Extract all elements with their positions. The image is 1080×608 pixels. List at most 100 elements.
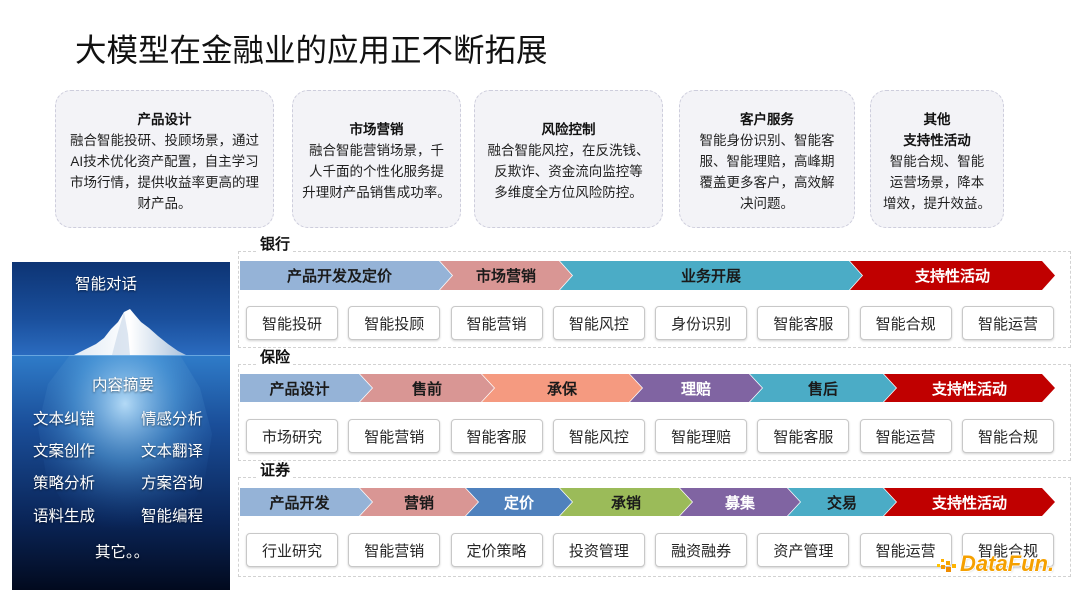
app-box: 智能客服 <box>757 306 850 340</box>
app-box: 智能营销 <box>348 419 441 453</box>
iceberg-item: 方案咨询 <box>141 475 204 492</box>
datafun-logo-text: DataFun. <box>960 551 1055 576</box>
stage-chevron: 定价 <box>466 488 572 516</box>
card-marketing: 市场营销 融合智能营销场景，千 人千面的个性化服务提 升理财产品销售成功率。 <box>292 90 461 228</box>
card-title: 风险控制 <box>541 122 596 137</box>
stage-label: 产品开发及定价 <box>286 268 392 285</box>
app-box: 智能运营 <box>961 306 1054 340</box>
iceberg-item: 文本翻译 <box>141 443 204 460</box>
app-box: 智能合规 <box>961 419 1054 453</box>
card-product-design: 产品设计 融合智能投研、投顾场景，通过 AI技术优化资产配置，自主学习 市场行情… <box>55 90 274 228</box>
app-box: 智能理赔 <box>655 419 748 453</box>
stage-label: 定价 <box>503 494 534 512</box>
app-box: 定价策略 <box>450 533 543 567</box>
securities-value-chain: 产品开发 营销 定价 承销 募集 交易 支持性活动 <box>240 488 1055 516</box>
stage-chevron: 理赔 <box>630 374 762 402</box>
card-title: 其他 支持性活动 <box>903 111 971 148</box>
app-box: 智能合规 <box>961 533 1054 567</box>
stage-label: 支持性活动 <box>931 494 1007 512</box>
iceberg-top-label: 智能对话 <box>75 276 138 293</box>
card-title: 客户服务 <box>740 111 794 127</box>
stage-chevron: 支持性活动 <box>884 488 1055 516</box>
bank-section <box>238 251 1071 348</box>
datafun-logo: DataFun. <box>936 550 1054 578</box>
iceberg-item: 文案创作 <box>33 443 96 460</box>
insurance-section-label: 保险 <box>258 349 293 367</box>
stage-chevron: 承销 <box>560 488 692 516</box>
iceberg-mid-label: 内容摘要 <box>92 377 155 394</box>
app-box: 智能运营 <box>859 533 952 567</box>
app-box: 投资管理 <box>552 533 645 567</box>
securities-section <box>238 477 1071 577</box>
stage-label: 产品开发 <box>269 494 330 512</box>
iceberg-underwater <box>38 355 212 550</box>
iceberg-tip <box>74 309 186 355</box>
app-box: 智能合规 <box>859 306 952 340</box>
iceberg-item: 语料生成 <box>33 508 96 525</box>
stage-label: 承销 <box>610 494 641 512</box>
stage-chevron: 售后 <box>750 374 896 402</box>
card-customer-service: 客户服务 智能身份识别、智能客 服、智能理赔，高峰期 覆盖更多客户，高效解 决问… <box>679 90 855 228</box>
app-box: 智能风控 <box>552 306 645 340</box>
card-body: 融合智能营销场景，千 人千面的个性化服务提 升理财产品销售成功率。 <box>302 143 451 200</box>
iceberg-tip-shade <box>112 312 130 355</box>
bank-applications: 智能投研 智能投顾 智能营销 智能风控 身份识别 智能客服 智能合规 智能运营 <box>246 306 1054 340</box>
stage-chevron: 营销 <box>360 488 478 516</box>
stage-chevron: 产品开发 <box>240 488 372 516</box>
app-box: 智能风控 <box>552 419 645 453</box>
iceberg-illustration <box>12 262 230 590</box>
stage-chevron: 支持性活动 <box>850 261 1055 290</box>
card-body: 融合智能投研、投顾场景，通过 AI技术优化资产配置，自主学习 市场行情，提供收益… <box>70 132 259 211</box>
stage-chevron: 产品开发及定价 <box>240 261 452 290</box>
stage-chevron: 市场营销 <box>440 261 572 290</box>
app-box: 智能投研 <box>246 306 338 340</box>
iceberg-item: 策略分析 <box>33 475 96 492</box>
card-title: 产品设计 <box>137 111 192 127</box>
insurance-section <box>238 364 1071 461</box>
stage-chevron: 承保 <box>482 374 642 402</box>
stage-label: 支持性活动 <box>914 268 990 285</box>
app-box: 智能投顾 <box>348 306 441 340</box>
iceberg-footer: 其它。。 <box>95 544 150 561</box>
insurance-applications: 市场研究 智能营销 智能客服 智能风控 智能理赔 智能客服 智能运营 智能合规 <box>246 419 1054 453</box>
app-box: 身份识别 <box>655 306 748 340</box>
page-title: 大模型在金融业的应用正不断拓展 <box>75 32 548 68</box>
insurance-value-chain: 产品设计 售前 承保 理赔 售后 支持性活动 <box>240 374 1055 402</box>
stage-chevron: 支持性活动 <box>884 374 1055 402</box>
card-title: 市场营销 <box>349 122 404 137</box>
stage-label: 承保 <box>546 380 577 398</box>
app-box: 资产管理 <box>757 533 850 567</box>
stage-label: 交易 <box>826 494 857 512</box>
iceberg-panel: 智能对话 内容摘要 文本纠错 情感分析 文案创作 文本翻译 策略分析 方案咨询 … <box>12 262 230 590</box>
app-box: 行业研究 <box>246 533 338 567</box>
stage-label: 募集 <box>724 494 755 512</box>
app-box: 市场研究 <box>246 419 338 453</box>
bank-section-label: 银行 <box>258 236 293 254</box>
stage-label: 业务开展 <box>680 268 741 285</box>
stage-label: 售前 <box>411 380 442 398</box>
app-box: 智能客服 <box>450 419 543 453</box>
app-box: 智能营销 <box>348 533 441 567</box>
iceberg-item: 智能编程 <box>141 508 204 525</box>
securities-applications: 行业研究 智能营销 定价策略 投资管理 融资融券 资产管理 智能运营 智能合规 <box>246 533 1054 567</box>
card-body: 融合智能风控，在反洗钱、 反欺诈、资金流向监控等 多维度全方位风险防控。 <box>487 143 650 200</box>
stage-chevron: 募集 <box>680 488 800 516</box>
stage-label: 支持性活动 <box>931 380 1007 398</box>
stage-chevron: 交易 <box>788 488 896 516</box>
iceberg-item: 文本纠错 <box>33 411 96 428</box>
card-body: 智能身份识别、智能客 服、智能理赔，高峰期 覆盖更多客户，高效解 决问题。 <box>699 132 835 211</box>
app-box: 智能客服 <box>757 419 850 453</box>
stage-chevron: 业务开展 <box>560 261 862 290</box>
app-box: 融资融券 <box>655 533 748 567</box>
stage-label: 理赔 <box>680 380 711 398</box>
card-body: 智能合规、智能 运营场景，降本 增效，提升效益。 <box>883 153 991 211</box>
app-box: 智能运营 <box>859 419 952 453</box>
stage-label: 营销 <box>403 494 434 512</box>
iceberg-item: 情感分析 <box>141 411 204 428</box>
stage-chevron: 售前 <box>360 374 494 402</box>
stage-label: 市场营销 <box>475 268 536 285</box>
app-box: 智能营销 <box>450 306 543 340</box>
datafun-logo-icon <box>937 559 956 572</box>
securities-section-label: 证券 <box>258 462 293 480</box>
bank-value-chain: 产品开发及定价 市场营销 业务开展 支持性活动 <box>240 261 1055 290</box>
